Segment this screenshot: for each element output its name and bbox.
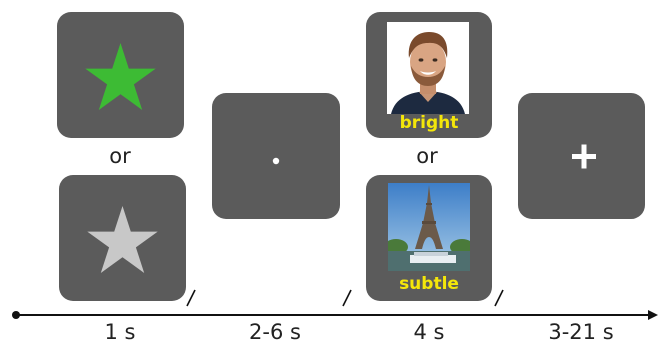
stimulus-panel-face: bright xyxy=(366,12,492,138)
duration-label: 3-21 s xyxy=(548,320,614,344)
scene-caption: subtle xyxy=(399,274,459,294)
duration-label: 1 s xyxy=(104,320,136,344)
timeline-separator xyxy=(494,289,504,307)
scene-photo xyxy=(388,183,470,271)
plus-icon xyxy=(572,144,596,169)
face-photo xyxy=(387,22,469,114)
star-icon xyxy=(87,206,158,273)
or-label: or xyxy=(416,144,438,168)
dot-icon xyxy=(272,157,280,165)
timeline-separator xyxy=(342,289,352,307)
face-caption: bright xyxy=(399,113,459,133)
timeline-arrow xyxy=(648,310,658,320)
stimulus-panel-scene: subtle xyxy=(366,175,492,301)
duration-label: 4 s xyxy=(413,320,445,344)
or-label: or xyxy=(109,144,131,168)
star-icon xyxy=(85,43,156,110)
timeline-separator xyxy=(186,289,196,307)
cue-panel-top xyxy=(57,12,184,138)
cue-panel-bottom xyxy=(59,175,186,301)
iti-panel xyxy=(518,93,645,219)
duration-label: 2-6 s xyxy=(249,320,301,344)
delay-panel xyxy=(212,93,340,219)
